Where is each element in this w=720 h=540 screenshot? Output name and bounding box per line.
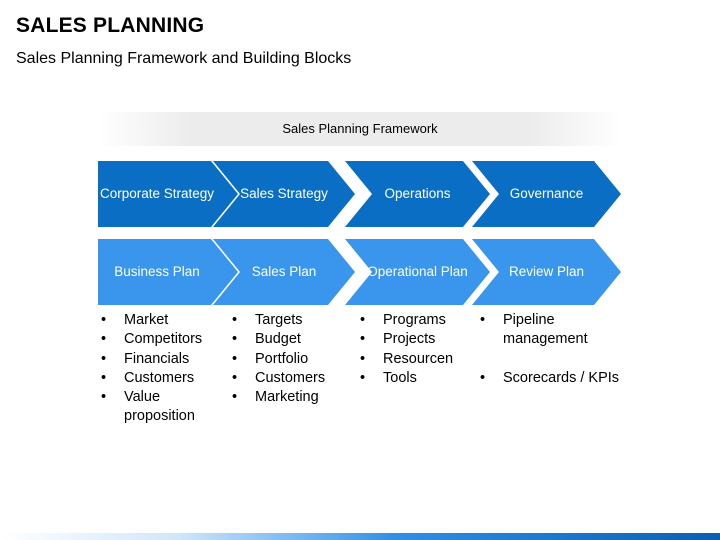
list-item: Competitors [99,330,229,350]
list-item: Market [99,311,229,331]
chevron-label: Governance [509,185,584,201]
chevron-label: Corporate Strategy [99,185,215,201]
chevron-operational-plan: Operational Plan [345,239,490,305]
operational-plan-list: Programs Projects Resourcen Tools [358,311,478,388]
chevron-review-plan: Review Plan [472,239,621,305]
list-item: Financials [99,350,229,370]
list-item: Programs [358,311,478,331]
chevron-label: Review Plan [508,263,585,279]
sales-plan-list: Targets Budget Portfolio Customers Marke… [230,311,350,408]
slide-title: SALES PLANNING [16,14,205,37]
bottom-accent-bar [0,533,720,540]
list-item: Marketing [230,388,350,408]
list-item: Pipeline management [478,311,593,350]
framework-band [98,112,622,146]
chevron-label: Sales Plan [251,263,317,279]
list-item: Targets [230,311,350,331]
chevron-sales-plan: Sales Plan [213,239,355,305]
list-item: Value proposition [99,388,199,427]
list-item: Tools [358,369,478,389]
slide-subtitle: Sales Planning Framework and Building Bl… [16,50,352,67]
chevron-governance: Governance [472,161,621,227]
chevron-operations: Operations [345,161,490,227]
list-item: Projects [358,330,478,350]
list-item: Portfolio [230,350,350,370]
list-item: Scorecards / KPIs [478,369,628,389]
framework-label: Sales Planning Framework [282,121,438,136]
list-item: Budget [230,330,350,350]
chevron-label: Sales Strategy [240,185,328,201]
business-plan-list: Market Competitors Financials Customers … [99,311,229,427]
list-item: Customers [230,369,350,389]
list-item: Customers [99,369,229,389]
list-item: Resourcen [358,350,478,370]
chevron-label: Operational Plan [367,263,468,279]
chevron-business-plan: Business Plan [98,239,238,305]
chevron-corporate-strategy: Corporate Strategy [98,161,238,227]
chevron-label: Operations [384,185,451,201]
chevron-label: Business Plan [114,263,200,279]
review-plan-list: Pipeline management Scorecards / KPIs [478,311,628,388]
